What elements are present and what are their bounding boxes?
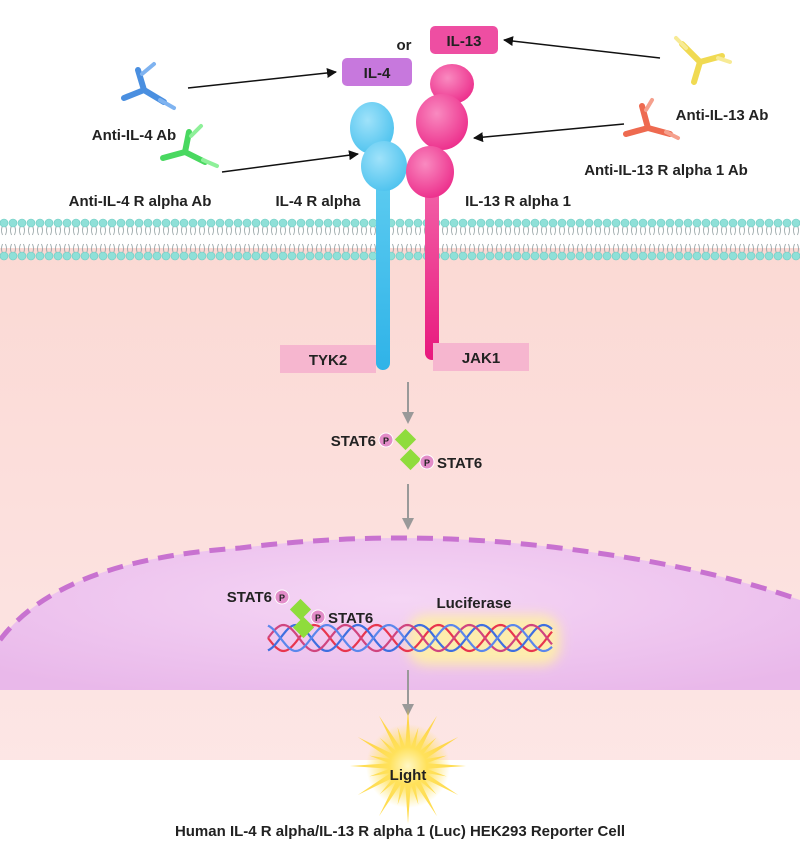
dna-double-helix — [267, 623, 553, 653]
light-burst-icon — [350, 708, 466, 824]
arrow-anti-il4-to-il4 — [187, 67, 337, 89]
nucleus — [0, 538, 800, 690]
tyk2-label: TYK2 — [309, 352, 347, 369]
stat6-label: STAT6 — [437, 455, 482, 472]
il13-r-alpha1-receptor — [406, 64, 474, 360]
il4-ligand-box — [342, 58, 412, 86]
anti-il4r-alpha-ab-label: Anti-IL-4 R alpha Ab — [69, 193, 212, 210]
stat6-label: STAT6 — [227, 589, 272, 606]
footer-caption: Human IL-4 R alpha/IL-13 R alpha 1 (Luc)… — [175, 823, 625, 840]
anti-il13r-alpha1-ab-icon — [623, 98, 680, 140]
luciferase-label: Luciferase — [436, 595, 511, 612]
anti-il4r-alpha-ab-icon — [160, 124, 219, 168]
arrow-anti-il4r-to-receptor — [221, 150, 359, 173]
anti-il13r-alpha1-ab-label: Anti-IL-13 R alpha 1 Ab — [584, 162, 748, 179]
cell-membrane — [0, 218, 800, 261]
stat6-dimer-nucleus: P P — [274, 589, 326, 639]
il4-r-alpha-label: IL-4 R alpha — [275, 193, 361, 210]
il4-r-alpha-receptor — [350, 102, 407, 370]
il13-ligand-box — [430, 26, 498, 54]
il4-label: IL-4 — [364, 65, 391, 82]
arrow-anti-il13-to-il13 — [503, 36, 661, 59]
phospho-label: P — [383, 436, 389, 446]
arrow-anti-il13r-to-receptor — [473, 123, 625, 143]
nuclear-envelope — [0, 535, 800, 642]
il13-r-alpha1-label: IL-13 R alpha 1 — [465, 193, 571, 210]
phospho-label: P — [279, 593, 285, 603]
il13-label: IL-13 — [446, 33, 481, 50]
jak1-label: JAK1 — [462, 350, 500, 367]
jak1-box — [433, 343, 529, 371]
light-label: Light — [390, 767, 427, 784]
anti-il13-ab-label: Anti-IL-13 Ab — [676, 107, 769, 124]
anti-il13-ab-icon — [674, 36, 732, 85]
stat6-label: STAT6 — [328, 610, 373, 627]
tyk2-box — [280, 345, 376, 373]
phospho-label: P — [424, 458, 430, 468]
or-label: or — [397, 37, 412, 54]
anti-il4-ab-label: Anti-IL-4 Ab — [92, 127, 176, 144]
stat6-label: STAT6 — [331, 433, 376, 450]
anti-il4-ab-icon — [121, 62, 176, 110]
phospho-label: P — [315, 613, 321, 623]
